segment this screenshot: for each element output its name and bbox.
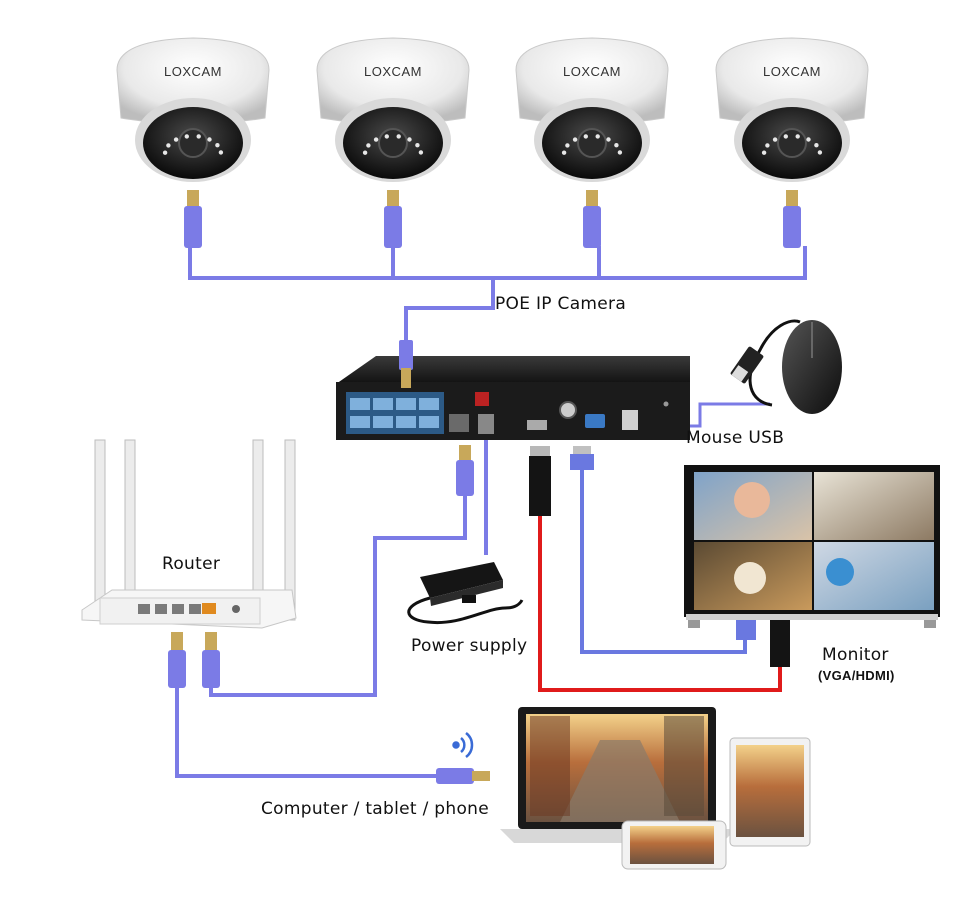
ethernet-plug-icon [399,340,413,388]
power-supply-label: Power supply [411,636,528,656]
vga-plug-icon [570,446,594,470]
usb-mouse-icon [730,319,842,414]
power-adapter-icon [407,562,524,625]
ethernet-plug-icon [384,190,402,248]
router-nvr-cable [209,495,467,697]
ethernet-plug-icon [184,190,202,248]
monitor-icon [684,465,940,628]
wifi-router-icon [81,439,297,629]
ethernet-plug-icon [202,632,220,688]
client-cable [175,688,437,778]
monitor-label: Monitor [822,645,889,665]
hdmi-cable [538,516,782,692]
camera-brand-label: LOXCAM [563,64,621,79]
wireless-signal-icon [452,732,474,758]
camera-bus-cable [188,246,807,340]
dome-camera-icon: LOXCAM [515,37,669,248]
laptop-icon [500,707,736,843]
camera-brand-label: LOXCAM [763,64,821,79]
poe-camera-label: POE IP Camera [495,294,627,314]
vga-cable [580,470,747,654]
ethernet-plug-icon [456,445,474,496]
dome-camera-icon: LOXCAM [116,37,270,248]
camera-brand-label: LOXCAM [164,64,222,79]
ethernet-plug-icon [783,190,801,248]
camera-brand-label: LOXCAM [364,64,422,79]
mouse-usb-label: Mouse USB [686,428,785,448]
clients-label: Computer / tablet / phone [261,799,490,819]
hdmi-plug-icon [529,446,551,516]
monitor-sub-label: (VGA/HDMI) [818,668,895,683]
router-label: Router [162,554,221,574]
nvr-recorder-icon [336,356,690,440]
dome-camera-icon: LOXCAM [316,37,470,248]
ethernet-plug-icon [436,768,490,784]
ethernet-plug-icon [583,190,601,248]
ethernet-plug-icon [168,632,186,688]
dome-camera-icon: LOXCAM [715,37,869,248]
tablet-icon [729,737,811,847]
phone-icon [621,820,727,870]
camera-row: LOXCAM LOXCAM LOXCAM LOXCAM [116,37,869,248]
